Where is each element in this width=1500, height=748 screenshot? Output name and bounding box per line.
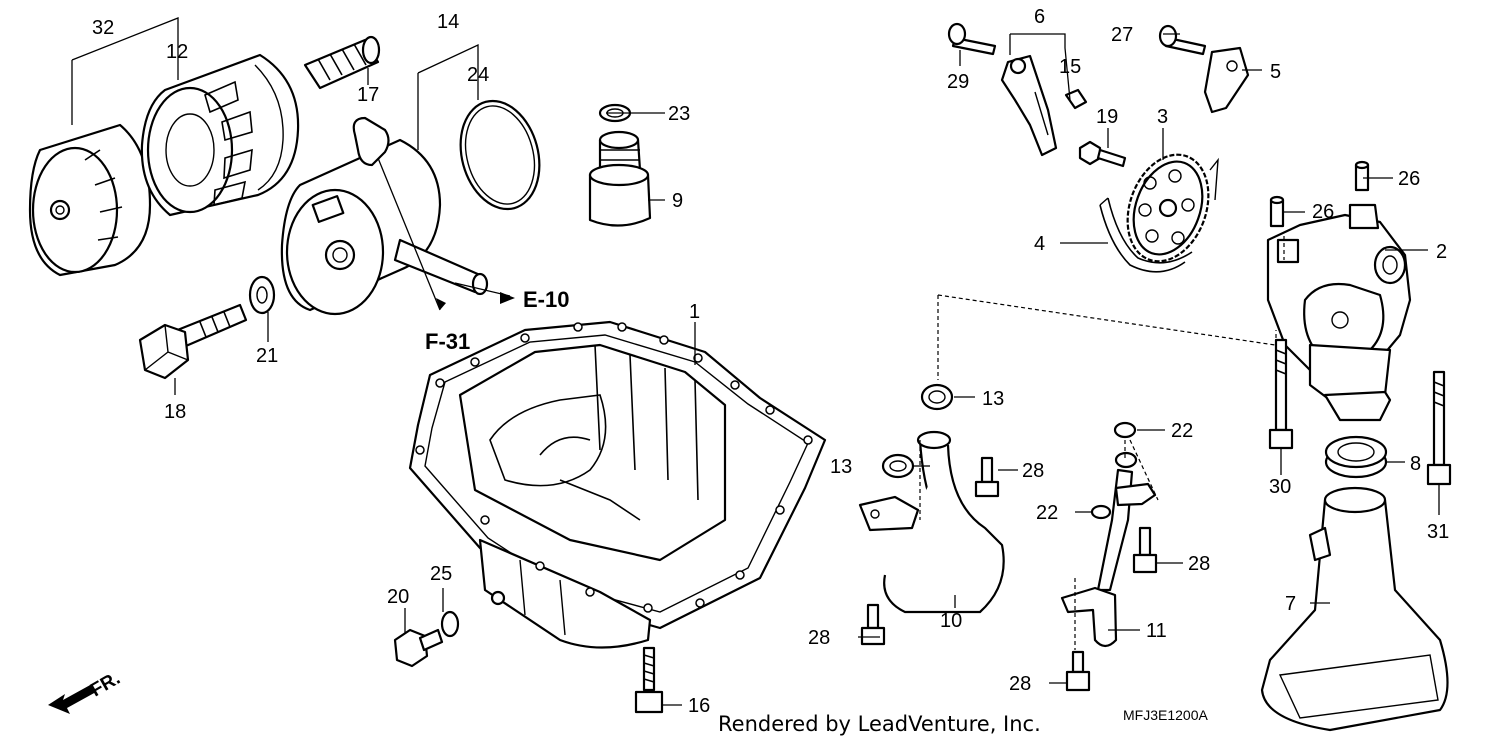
callout-9: 9 [672, 190, 683, 212]
bolt-part-27 [1158, 24, 1207, 56]
o-ring-part-22a [1113, 421, 1137, 439]
reference-f31: F-31 [425, 329, 470, 354]
callout-30: 30 [1269, 476, 1291, 498]
callout-18: 18 [164, 401, 186, 423]
callout-22a: 22 [1171, 420, 1193, 442]
callout-17: 17 [357, 84, 379, 106]
reference-e10: E-10 [523, 287, 569, 312]
callout-numbers: 32 12 17 14 24 23 9 21 18 1 20 25 16 6 1… [92, 6, 1449, 717]
oil-pan-part [408, 320, 827, 649]
o-ring-part [459, 99, 541, 211]
callout-2: 2 [1436, 241, 1447, 263]
callout-31: 31 [1427, 521, 1449, 543]
callout-32: 32 [92, 17, 114, 39]
oil-cooler-part [280, 116, 489, 316]
oil-strainer-part [1260, 486, 1449, 732]
o-ring-part-13a [920, 383, 954, 411]
oil-pump-part [1266, 203, 1412, 422]
credit-text: Rendered by LeadVenture, Inc. [718, 712, 1041, 736]
callout-27: 27 [1111, 24, 1133, 46]
callout-13a: 13 [982, 388, 1004, 410]
callout-11: 11 [1146, 620, 1167, 642]
bolt-part-28 [860, 456, 1158, 692]
diagram-code: MFJ3E1200A [1123, 707, 1208, 723]
callout-28c: 28 [1188, 553, 1210, 575]
oil-filter-part [140, 53, 300, 217]
callout-12: 12 [166, 41, 188, 63]
cam-chain-part [1099, 157, 1219, 273]
callout-29: 29 [947, 71, 969, 93]
callout-26a: 26 [1398, 168, 1420, 190]
drain-bolt-part [393, 628, 444, 668]
bolt-part-19 [1078, 140, 1127, 168]
o-ring-part-13b [881, 453, 915, 479]
bolt-part-30 [1268, 338, 1294, 450]
collar-part-15 [1064, 88, 1088, 110]
drain-washer-part [440, 610, 460, 638]
callout-1: 1 [689, 301, 700, 323]
callout-22b: 22 [1036, 502, 1058, 524]
oil-seal-part [1324, 435, 1388, 479]
callout-26b: 26 [1312, 201, 1334, 223]
oil-filter-cover-part [28, 123, 152, 277]
sealing-washer-part [248, 275, 276, 315]
callout-15: 15 [1059, 56, 1081, 78]
callout-28b: 28 [808, 627, 830, 649]
callout-25: 25 [430, 563, 452, 585]
callout-19: 19 [1096, 106, 1118, 128]
callout-24: 24 [467, 64, 489, 86]
callout-23: 23 [668, 103, 690, 125]
callout-10: 10 [940, 610, 962, 632]
callout-13b: 13 [830, 456, 852, 478]
oil-bolt-part [138, 303, 248, 380]
bolt-part-31 [1426, 370, 1452, 486]
reference-arrows [436, 292, 515, 310]
callout-7: 7 [1285, 593, 1296, 615]
oil-pump-sprocket-part [1126, 153, 1210, 263]
o-ring-part-22b [1090, 504, 1112, 520]
callout-28d: 28 [1009, 673, 1031, 695]
oil-cooler-nipple-part [303, 35, 381, 90]
callout-4: 4 [1034, 233, 1045, 255]
callout-6: 6 [1034, 6, 1045, 28]
oil-pipe-part [858, 430, 1005, 614]
callout-14: 14 [437, 11, 459, 33]
callout-20: 20 [387, 586, 409, 608]
callout-21: 21 [256, 345, 278, 367]
oil-pan-bolt-holes [415, 322, 813, 613]
tensioner-arm-part [1000, 54, 1058, 157]
callout-5: 5 [1270, 61, 1281, 83]
front-direction-arrow: FR. [48, 668, 124, 714]
relief-valve-part [588, 130, 652, 227]
front-label: FR. [87, 668, 124, 701]
callout-16: 16 [688, 695, 710, 717]
dowel-pin-part [1269, 160, 1370, 228]
callout-28a: 28 [1022, 460, 1044, 482]
chain-guide-part [1203, 46, 1250, 114]
bolt-part-16 [634, 646, 664, 714]
callout-leader-lines [71, 17, 1440, 706]
callout-8: 8 [1410, 453, 1421, 475]
bolt-part-29 [947, 22, 997, 56]
callout-3: 3 [1157, 106, 1168, 128]
